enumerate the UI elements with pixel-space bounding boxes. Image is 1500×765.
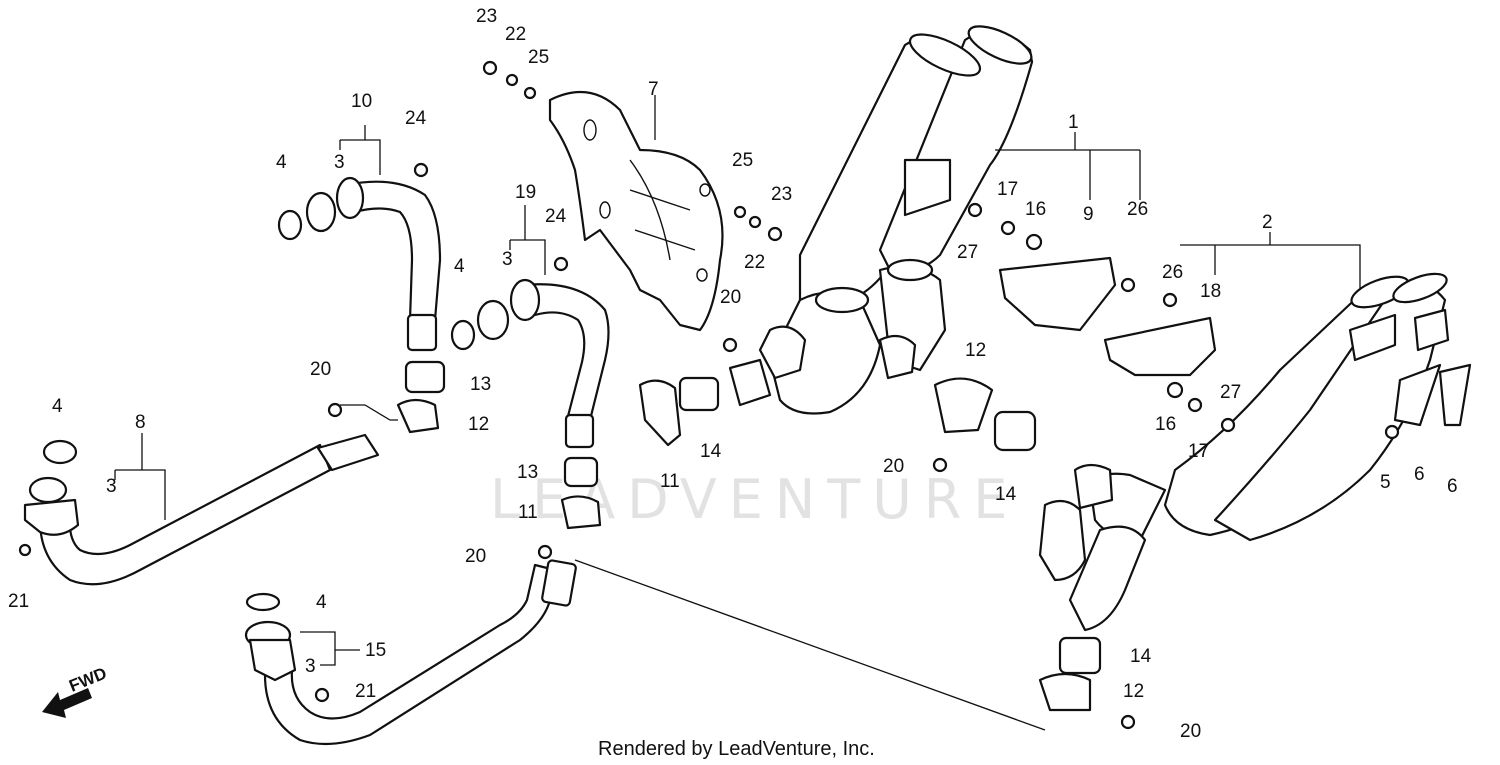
muffler-right[interactable] (1038, 268, 1450, 632)
bolts-and-nuts[interactable] (18, 60, 1400, 730)
callout-27: 27 (1220, 382, 1241, 403)
callout-3: 3 (502, 249, 513, 270)
callout-26: 26 (1162, 262, 1183, 283)
exhaust-pipe-19[interactable] (450, 278, 610, 449)
callout-14: 14 (1130, 646, 1152, 667)
callout-12: 12 (965, 340, 986, 361)
callout-4: 4 (316, 592, 327, 613)
callout-22: 22 (744, 252, 765, 273)
callout-12: 12 (1123, 681, 1144, 702)
callout-2: 2 (1262, 212, 1273, 233)
exhaust-pipe-8[interactable] (23, 433, 380, 586)
callout-19: 19 (515, 182, 536, 203)
callout-17: 17 (997, 179, 1018, 200)
callout-15: 15 (365, 640, 386, 661)
callout-17: 17 (1188, 441, 1209, 462)
callout-9: 9 (1083, 204, 1094, 225)
callout-20: 20 (465, 546, 486, 567)
callout-24: 24 (405, 108, 427, 129)
callout-26: 26 (1127, 199, 1148, 220)
callout-11: 11 (660, 471, 680, 492)
callout-4: 4 (454, 256, 465, 277)
callout-4: 4 (52, 396, 63, 417)
callout-24: 24 (545, 206, 567, 227)
callout-23: 23 (476, 6, 497, 27)
muffler-left[interactable] (728, 19, 1036, 415)
callout-21: 21 (8, 591, 29, 612)
callout-13: 13 (470, 374, 491, 395)
callout-5: 5 (1380, 472, 1391, 493)
forward-arrow-icon (42, 688, 92, 718)
callout-18: 18 (1200, 281, 1221, 302)
callout-25: 25 (732, 150, 753, 171)
callout-16: 16 (1155, 414, 1176, 435)
callout-23: 23 (771, 184, 792, 205)
heat-shield[interactable] (548, 90, 724, 332)
callout-7: 7 (648, 79, 659, 100)
callout-21: 21 (355, 681, 376, 702)
callout-27: 27 (957, 242, 978, 263)
brackets[interactable] (998, 256, 1472, 427)
leader-lines (114, 95, 1361, 731)
callout-16: 16 (1025, 199, 1046, 220)
callouts: 1 2 3 3 3 3 4 4 4 4 5 6 6 7 8 9 10 11 11… (8, 6, 1458, 742)
callout-6: 6 (1414, 464, 1425, 485)
callout-13: 13 (517, 462, 538, 483)
forward-direction-indicator: FWD (42, 664, 109, 718)
callout-3: 3 (305, 656, 316, 677)
callout-6: 6 (1447, 476, 1458, 497)
callout-14: 14 (995, 484, 1017, 505)
callout-20: 20 (883, 456, 904, 477)
callout-20: 20 (1180, 721, 1201, 742)
callout-3: 3 (106, 476, 117, 497)
callout-11: 11 (518, 502, 538, 523)
callout-3: 3 (334, 152, 345, 173)
callout-25: 25 (528, 47, 549, 68)
callout-14: 14 (700, 441, 722, 462)
callout-12: 12 (468, 414, 489, 435)
callout-8: 8 (135, 412, 146, 433)
callout-4: 4 (276, 152, 287, 173)
exhaust-pipe-10[interactable] (277, 176, 442, 352)
callout-20: 20 (310, 359, 331, 380)
collars-and-clamps[interactable] (396, 360, 1102, 712)
callout-1: 1 (1068, 112, 1079, 133)
footer-credit: Rendered by LeadVenture, Inc. (598, 738, 875, 760)
callout-22: 22 (505, 24, 526, 45)
callout-10: 10 (351, 91, 372, 112)
exhaust-pipe-15[interactable] (244, 559, 577, 746)
callout-20: 20 (720, 287, 741, 308)
